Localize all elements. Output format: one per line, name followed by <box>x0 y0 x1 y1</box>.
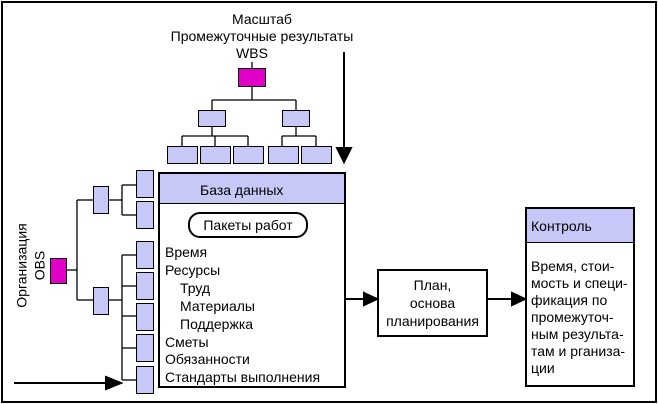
obs-node <box>93 186 109 214</box>
database-header-label: База данных <box>200 182 284 198</box>
wbs-leaf-node <box>233 146 264 164</box>
control-line: фикация по <box>531 292 608 308</box>
database-box <box>158 172 346 388</box>
obs-label-line2: OBS <box>31 250 48 281</box>
db-item-responsibilities: Обязанности <box>165 351 250 367</box>
wbs-leaf-node <box>200 146 231 164</box>
control-line: ным результа- <box>531 326 624 342</box>
obs-label-line1: Организация <box>13 223 30 308</box>
wbs-title-line3: WBS <box>236 45 268 61</box>
obs-leaf-node <box>136 170 154 198</box>
db-item-support: Поддержка <box>180 316 254 332</box>
obs-leaf-node <box>136 303 154 331</box>
obs-node <box>93 287 109 315</box>
plan-line3: планирования <box>386 313 479 329</box>
plan-line1: План, <box>413 277 452 293</box>
control-line: мость и специ- <box>531 275 628 291</box>
control-line: промежуточ- <box>531 309 614 325</box>
control-header <box>527 209 633 243</box>
obs-root-node <box>50 258 67 284</box>
wbs-leaf-node <box>167 146 198 164</box>
database-header <box>160 174 344 204</box>
db-item-materials: Материалы <box>180 298 255 314</box>
work-packages-label: Пакеты работ <box>203 217 293 233</box>
db-item-standards: Стандарты выполнения <box>165 369 321 385</box>
control-line: ции <box>531 360 555 376</box>
wbs-leaf-node <box>301 146 332 164</box>
obs-leaf-node <box>136 272 154 300</box>
wbs-node <box>198 110 226 127</box>
wbs-leaf-node <box>268 146 299 164</box>
plan-line2: основа <box>409 295 456 311</box>
control-header-label: Контроль <box>531 218 592 234</box>
db-item-time: Время <box>165 244 208 260</box>
wbs-title-line1: Масштаб <box>232 11 292 27</box>
work-packages-pill <box>188 212 308 238</box>
obs-leaf-node <box>136 241 154 269</box>
plan-box <box>377 269 488 337</box>
obs-leaf-node <box>136 366 154 394</box>
control-line: там и рганиза- <box>531 343 626 359</box>
wbs-node <box>282 110 310 127</box>
obs-leaf-node <box>136 201 154 229</box>
db-item-labor: Труд <box>180 280 211 296</box>
control-line: Время, стои- <box>531 258 615 274</box>
obs-leaf-node <box>136 334 154 362</box>
wbs-title-line2: Промежуточные результаты <box>170 28 354 44</box>
wbs-root-node <box>238 68 266 87</box>
db-item-estimates: Сметы <box>165 334 209 350</box>
db-item-resources: Ресурсы <box>165 262 221 278</box>
